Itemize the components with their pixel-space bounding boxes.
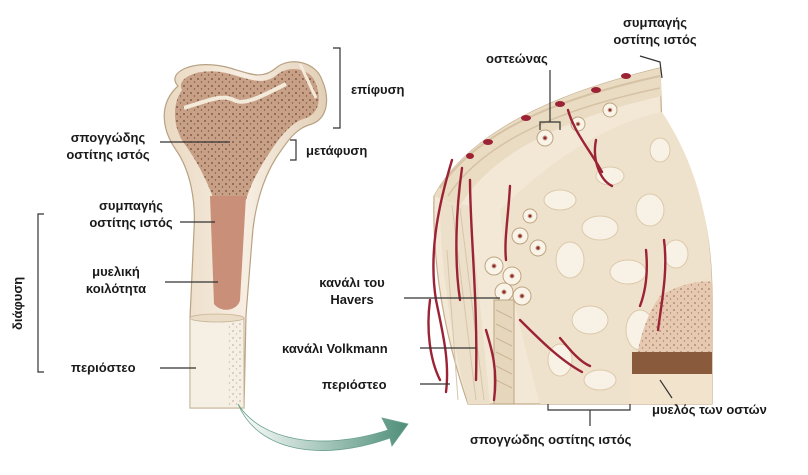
label-spongy-bottom: σπογγώδης οστίτης ιστός [470, 431, 631, 448]
label-spongy-left-line2: οστίτης ιστός [58, 146, 158, 163]
label-compact-right-line2: οστίτης ιστός [590, 31, 720, 48]
label-epiphysis: επίφυση [351, 81, 404, 98]
label-metaphysis: μετάφυση [306, 142, 367, 159]
label-bone-marrow: μυελός των οστών [652, 401, 767, 418]
label-periosteum-right: περιόστεο [322, 376, 387, 393]
label-havers-line2: Havers [302, 291, 402, 308]
label-osteon: οστεώνας [486, 50, 548, 67]
label-spongy-left-line1: σπογγώδης [58, 129, 158, 146]
label-marrow-cavity-line1: μυελική [66, 263, 166, 280]
label-periosteum-left: περιόστεο [71, 359, 136, 376]
label-diaphysis: διάφυση [10, 277, 25, 330]
label-havers-line1: κανάλι του [302, 274, 402, 291]
label-compact-right-line1: συμπαγής [590, 14, 720, 31]
label-compact-left-line1: συμπαγής [76, 197, 186, 214]
label-volkmann: κανάλι Volkmann [282, 340, 388, 357]
label-compact-left-line2: οστίτης ιστός [76, 214, 186, 231]
transition-arrow [238, 404, 408, 451]
bone-section [428, 68, 712, 404]
label-marrow-cavity-line2: κοιλότητα [66, 280, 166, 297]
